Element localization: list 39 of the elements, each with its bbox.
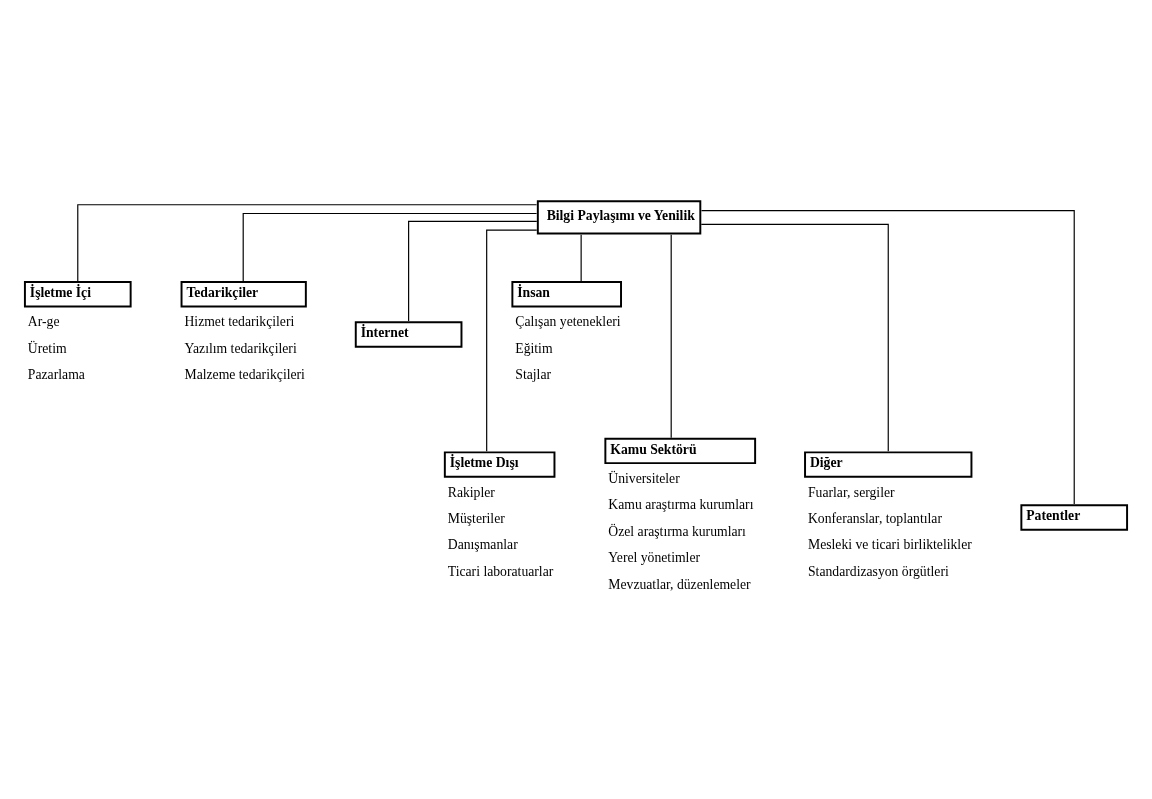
node-label: Özel araştırma kurumları: [608, 523, 746, 539]
node-box: Kamu Sektörü: [604, 437, 757, 464]
node-label: Üretim: [27, 340, 67, 356]
connector: [486, 229, 538, 452]
node-label: Danışmanlar: [447, 536, 518, 552]
node-box: Patentler: [1020, 503, 1129, 531]
node-label: Hizmet tedarikçileri: [184, 313, 295, 329]
node-label: Eğitim: [515, 340, 553, 356]
node-label: Yerel yönetimler: [608, 549, 701, 565]
connector: [77, 203, 538, 282]
node-label: Üniversiteler: [608, 470, 680, 486]
node-label: Kamu araştırma kurumları: [608, 496, 754, 512]
node-label: Mesleki ve ticari birliktelikler: [807, 536, 972, 552]
connector: [700, 209, 1075, 505]
node-box: İşletme Dışı: [443, 450, 556, 478]
node-label: Standardizasyon örgütleri: [807, 563, 949, 579]
node-box: İnsan: [511, 280, 622, 307]
node-label: Çalışan yetenekleri: [515, 313, 621, 329]
connector: [580, 233, 582, 282]
node-box: Tedarikçiler: [180, 280, 307, 307]
node-box: Diğer: [804, 450, 973, 478]
node-label: Konferanslar, toplantılar: [807, 510, 942, 526]
connector: [242, 212, 538, 281]
node-label: Rakipler: [447, 484, 495, 500]
node-label: Malzeme tedarikçileri: [184, 366, 305, 382]
node-label: Pazarlama: [27, 366, 85, 382]
node-label: Yazılım tedarikçileri: [184, 340, 297, 356]
connector: [700, 223, 889, 452]
node-label: Fuarlar, sergiler: [807, 484, 895, 500]
node-label: Stajlar: [515, 366, 552, 382]
node-box: Bilgi Paylaşımı ve Yenilik: [536, 199, 702, 235]
node-label: Ticari laboratuarlar: [447, 563, 554, 579]
node-label: Ar-ge: [27, 313, 60, 329]
node-label: Müşteriler: [447, 510, 505, 526]
connector: [670, 233, 672, 438]
node-box: İnternet: [354, 320, 463, 348]
connector: [408, 220, 538, 322]
node-box: İşletme İçi: [23, 280, 132, 307]
node-label: Mevzuatlar, düzenlemeler: [608, 576, 751, 592]
